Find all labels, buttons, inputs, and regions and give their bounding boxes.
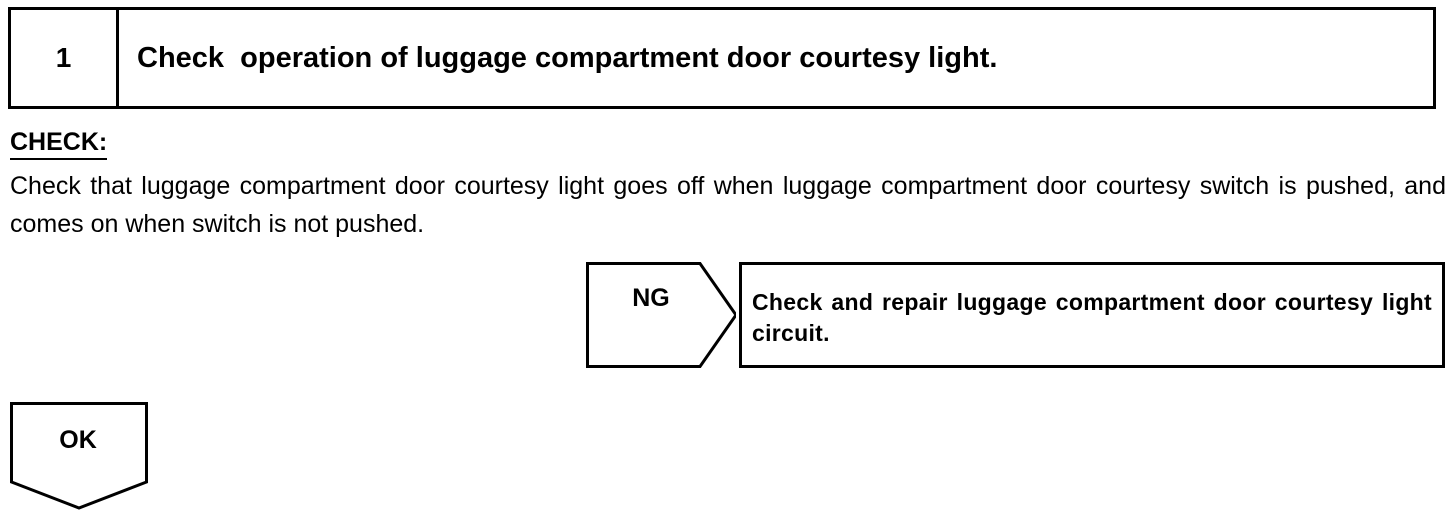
ng-action-box: Check and repair luggage compartment doo… — [739, 262, 1445, 368]
ok-arrow-icon — [10, 402, 148, 510]
check-heading: CHECK: — [10, 126, 108, 160]
ng-label: NG — [632, 284, 670, 312]
step-title: Check operation of luggage compartment d… — [137, 41, 998, 74]
step-header-box: 1 Check operation of luggage compartment… — [8, 7, 1436, 109]
ok-label: OK — [59, 426, 97, 454]
ng-arrow-icon — [586, 262, 736, 368]
step-number: 1 — [11, 10, 119, 106]
check-description: Check that luggage compartment door cour… — [10, 172, 1446, 238]
